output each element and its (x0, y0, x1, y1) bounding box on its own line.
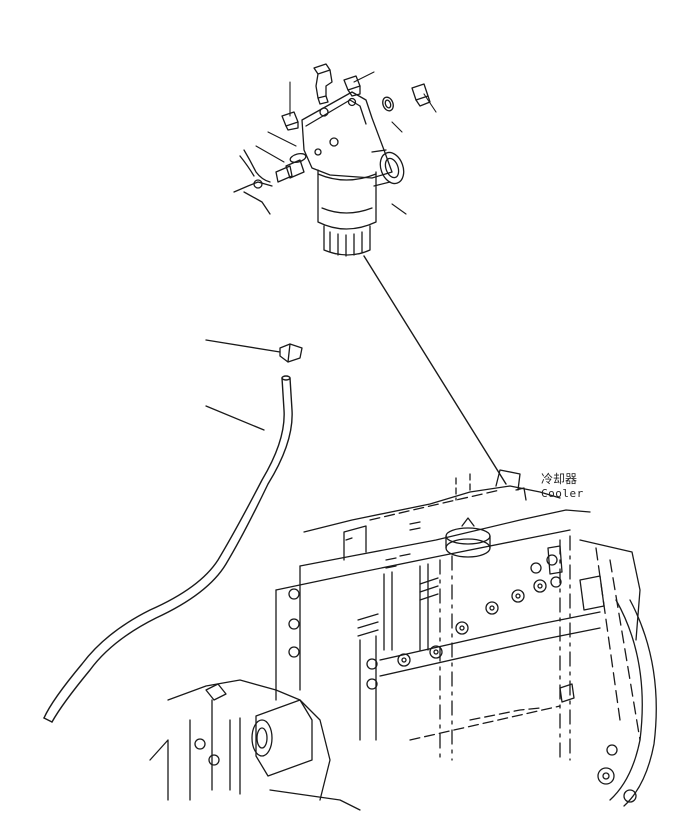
filter-head (301, 91, 405, 187)
connection-line (363, 255, 507, 485)
banjo-fitting (411, 83, 431, 107)
fuel-filter-assembly (233, 63, 431, 257)
filter-cartridge (317, 169, 377, 257)
cooler-label: 冷却器 Cooler (541, 472, 584, 501)
drain-lever (233, 149, 273, 215)
hose-clamp (279, 343, 303, 363)
clamp-leader (205, 339, 281, 353)
bleed-plug (275, 152, 307, 183)
drain-hose (43, 375, 293, 723)
leader-lines (255, 71, 437, 215)
cooler-label-english: Cooler (541, 487, 584, 500)
engine-block (149, 469, 657, 811)
hose-leader (205, 405, 265, 431)
o-ring (382, 96, 394, 112)
elbow-fitting (313, 63, 333, 105)
plug-top (343, 75, 361, 97)
cooler-label-chinese: 冷却器 (541, 472, 578, 486)
